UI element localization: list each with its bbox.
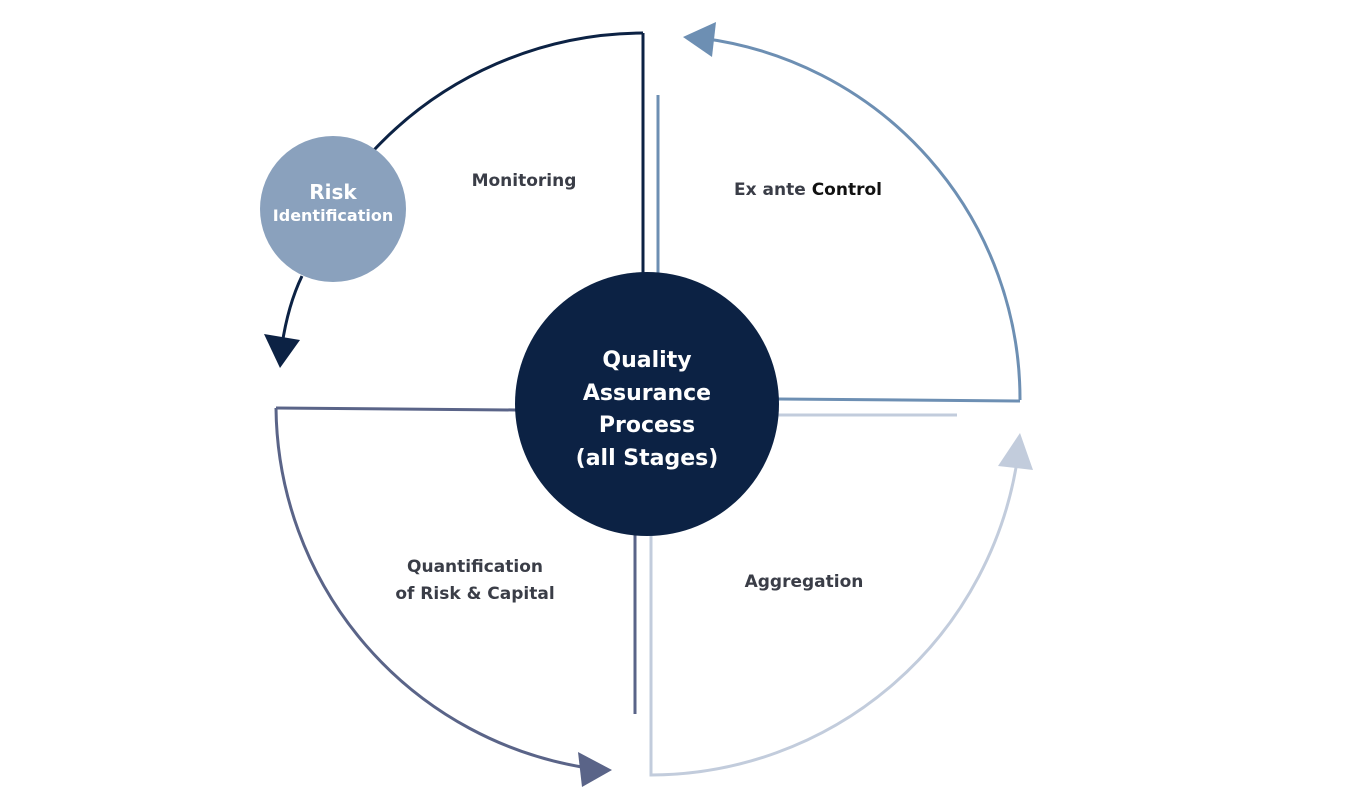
quadrant-aggregation [649, 413, 1033, 777]
ex-ante-bold-word: Control [812, 180, 882, 200]
monitoring-label: Monitoring [472, 171, 577, 191]
quadrant-quantification [274, 406, 637, 787]
aggregation-label: Aggregation [745, 572, 864, 592]
monitoring-arc-lower [280, 275, 304, 346]
center-label-line1: Quality [602, 348, 691, 373]
risk-identification-node: Risk Identification [260, 136, 406, 282]
quantification-label-line1: Quantification [407, 557, 543, 577]
ex-ante-control-label: Ex ante Control [734, 180, 882, 200]
center-label-line2: Assurance [583, 381, 711, 406]
center-label-line4: (all Stages) [576, 446, 719, 471]
quantification-label-line2: of Risk & Capital [395, 584, 554, 604]
arrow-head-icon [998, 433, 1033, 470]
monitoring-arc [372, 31, 644, 152]
aggregation-arc [649, 454, 1020, 777]
arrow-head-icon [578, 752, 612, 787]
ex-ante-prefix: Ex ante [734, 180, 812, 200]
arrow-head-icon [683, 22, 716, 57]
ex-ante-arc [699, 36, 1022, 401]
center-node: Quality Assurance Process (all Stages) [515, 272, 779, 536]
arrow-head-icon [264, 334, 300, 368]
ex-ante-divider-horizontal [777, 397, 1021, 403]
center-circle [515, 272, 779, 536]
quantification-arc [274, 407, 589, 770]
quadrant-monitoring [264, 31, 645, 368]
risk-identification-label-line1: Risk [309, 180, 357, 204]
risk-identification-circle [260, 136, 406, 282]
quadrant-ex-ante-control [656, 22, 1022, 403]
center-label-line3: Process [599, 413, 695, 438]
risk-identification-label-line2: Identification [273, 206, 393, 225]
quantification-divider-horizontal [275, 406, 517, 412]
